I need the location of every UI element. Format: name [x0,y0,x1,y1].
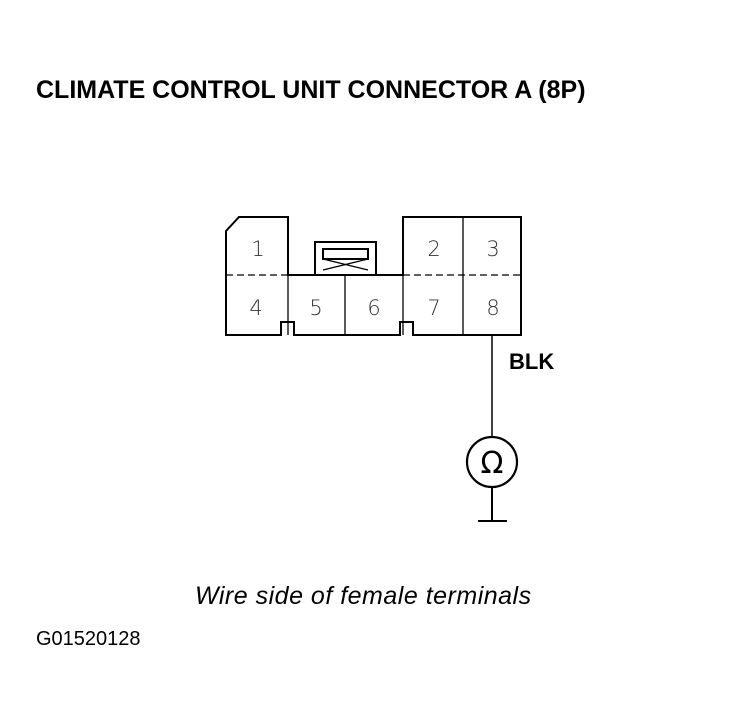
terminal-8-label: 8 [486,296,499,320]
terminal-2-label: 2 [427,237,440,261]
terminal-5-label: 5 [309,296,322,320]
terminal-7-label: 7 [427,296,440,320]
figure-code: G01520128 [36,628,141,650]
terminal-6-label: 6 [367,296,380,320]
ohm-icon: Ω [481,446,504,481]
wire-color-label: BLK [509,349,554,374]
ground-symbol [478,487,507,522]
terminal-4-label: 4 [249,296,262,320]
terminal-1-label: 1 [251,237,264,261]
lock-tab [314,241,377,275]
terminal-3-label: 3 [486,237,499,261]
diagram-caption: Wire side of female terminals [195,582,532,610]
connector-housing [225,216,522,336]
diagram-title: CLIMATE CONTROL UNIT CONNECTOR A (8P) [36,76,586,104]
ohmmeter-symbol: Ω [465,435,519,489]
